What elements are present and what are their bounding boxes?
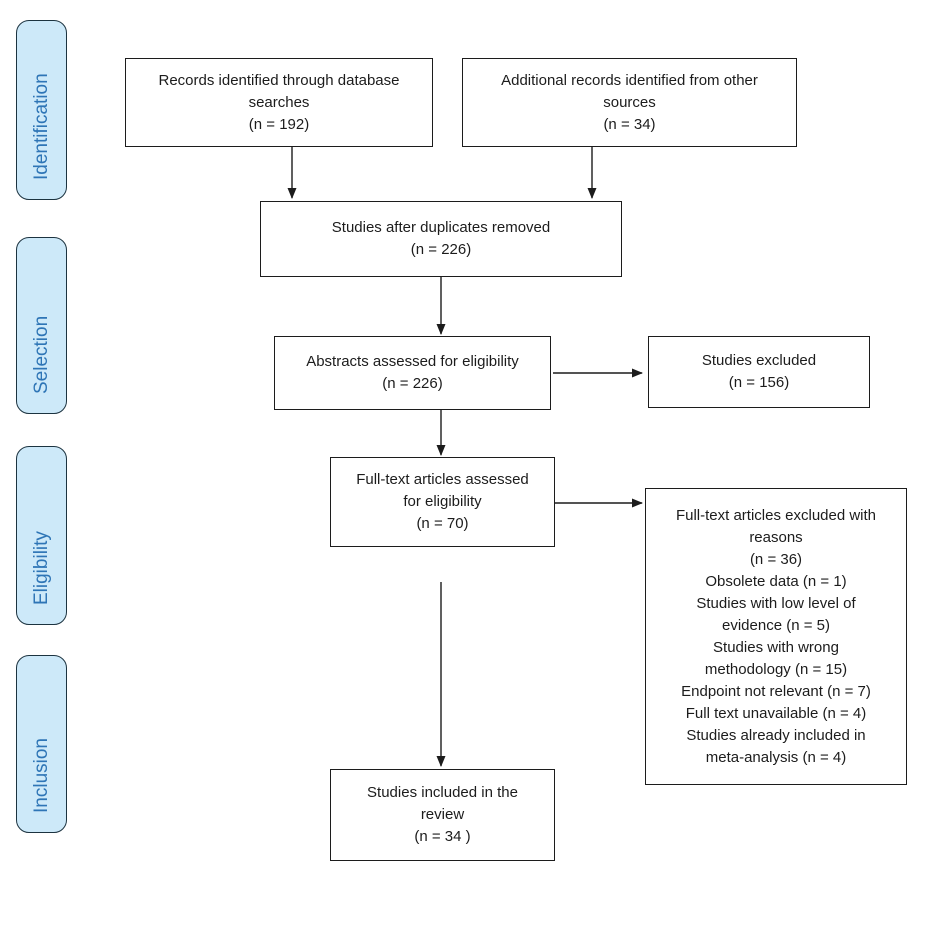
stage-inclusion-label: Inclusion — [30, 738, 52, 813]
box-count: (n = 34) — [603, 115, 656, 133]
box-line: Studies excluded — [701, 352, 817, 369]
box-line: for eligibility — [403, 493, 482, 510]
box-count: (n = 226) — [382, 375, 443, 392]
box-studies-excluded: Studies excluded (n = 156) — [648, 336, 870, 408]
box-fulltext-assessed: Full-text articles assessed for eligibil… — [330, 457, 555, 547]
box-abstracts-assessed: Abstracts assessed for eligibility (n = … — [274, 336, 551, 410]
box-after-duplicates: Studies after duplicates removed (n = 22… — [260, 201, 622, 277]
box-line: Abstracts assessed for eligibility — [306, 353, 519, 370]
box-line: searches — [248, 93, 310, 111]
stage-eligibility-label: Eligibility — [30, 531, 52, 605]
box-studies-included: Studies included in the review (n = 34 ) — [330, 769, 555, 861]
box-additional-records: Additional records identified from other… — [462, 58, 797, 147]
stage-identification: Identification — [16, 20, 67, 200]
box-count: (n = 70) — [416, 515, 469, 532]
box-reason: meta-analysis (n = 4) — [705, 748, 847, 766]
box-count: (n = 226) — [410, 241, 472, 258]
box-reason: Obsolete data (n = 1) — [705, 572, 847, 590]
box-count: (n = 36) — [749, 550, 803, 568]
stage-selection: Selection — [16, 237, 67, 414]
stage-eligibility: Eligibility — [16, 446, 67, 625]
box-line: Studies after duplicates removed — [331, 219, 551, 236]
box-reason: methodology (n = 15) — [704, 660, 848, 678]
box-count: (n = 34 ) — [414, 828, 471, 845]
box-reason: Studies already included in — [686, 726, 866, 744]
box-reason: Studies with wrong — [713, 638, 839, 656]
stage-selection-label: Selection — [30, 315, 52, 394]
stage-inclusion: Inclusion — [16, 655, 67, 833]
box-line: sources — [603, 93, 656, 111]
stage-identification-label: Identification — [30, 73, 52, 180]
box-reason: Studies with low level of — [696, 594, 856, 612]
box-count: (n = 192) — [248, 115, 310, 133]
box-line: review — [420, 806, 465, 823]
box-count: (n = 156) — [728, 374, 790, 391]
box-line: Full-text articles assessed — [356, 471, 529, 488]
box-reason: evidence (n = 5) — [722, 616, 830, 634]
box-fulltext-excluded: Full-text articles excluded with reasons… — [645, 488, 907, 785]
box-line: Full-text articles excluded with — [675, 506, 877, 524]
box-line: Records identified through database — [158, 71, 400, 89]
box-line: Additional records identified from other — [501, 71, 758, 89]
box-reason: Full text unavailable (n = 4) — [685, 704, 867, 722]
box-line: reasons — [749, 528, 803, 546]
box-records-identified: Records identified through database sear… — [125, 58, 433, 147]
box-line: Studies included in the — [367, 784, 518, 801]
box-reason: Endpoint not relevant (n = 7) — [681, 682, 871, 700]
